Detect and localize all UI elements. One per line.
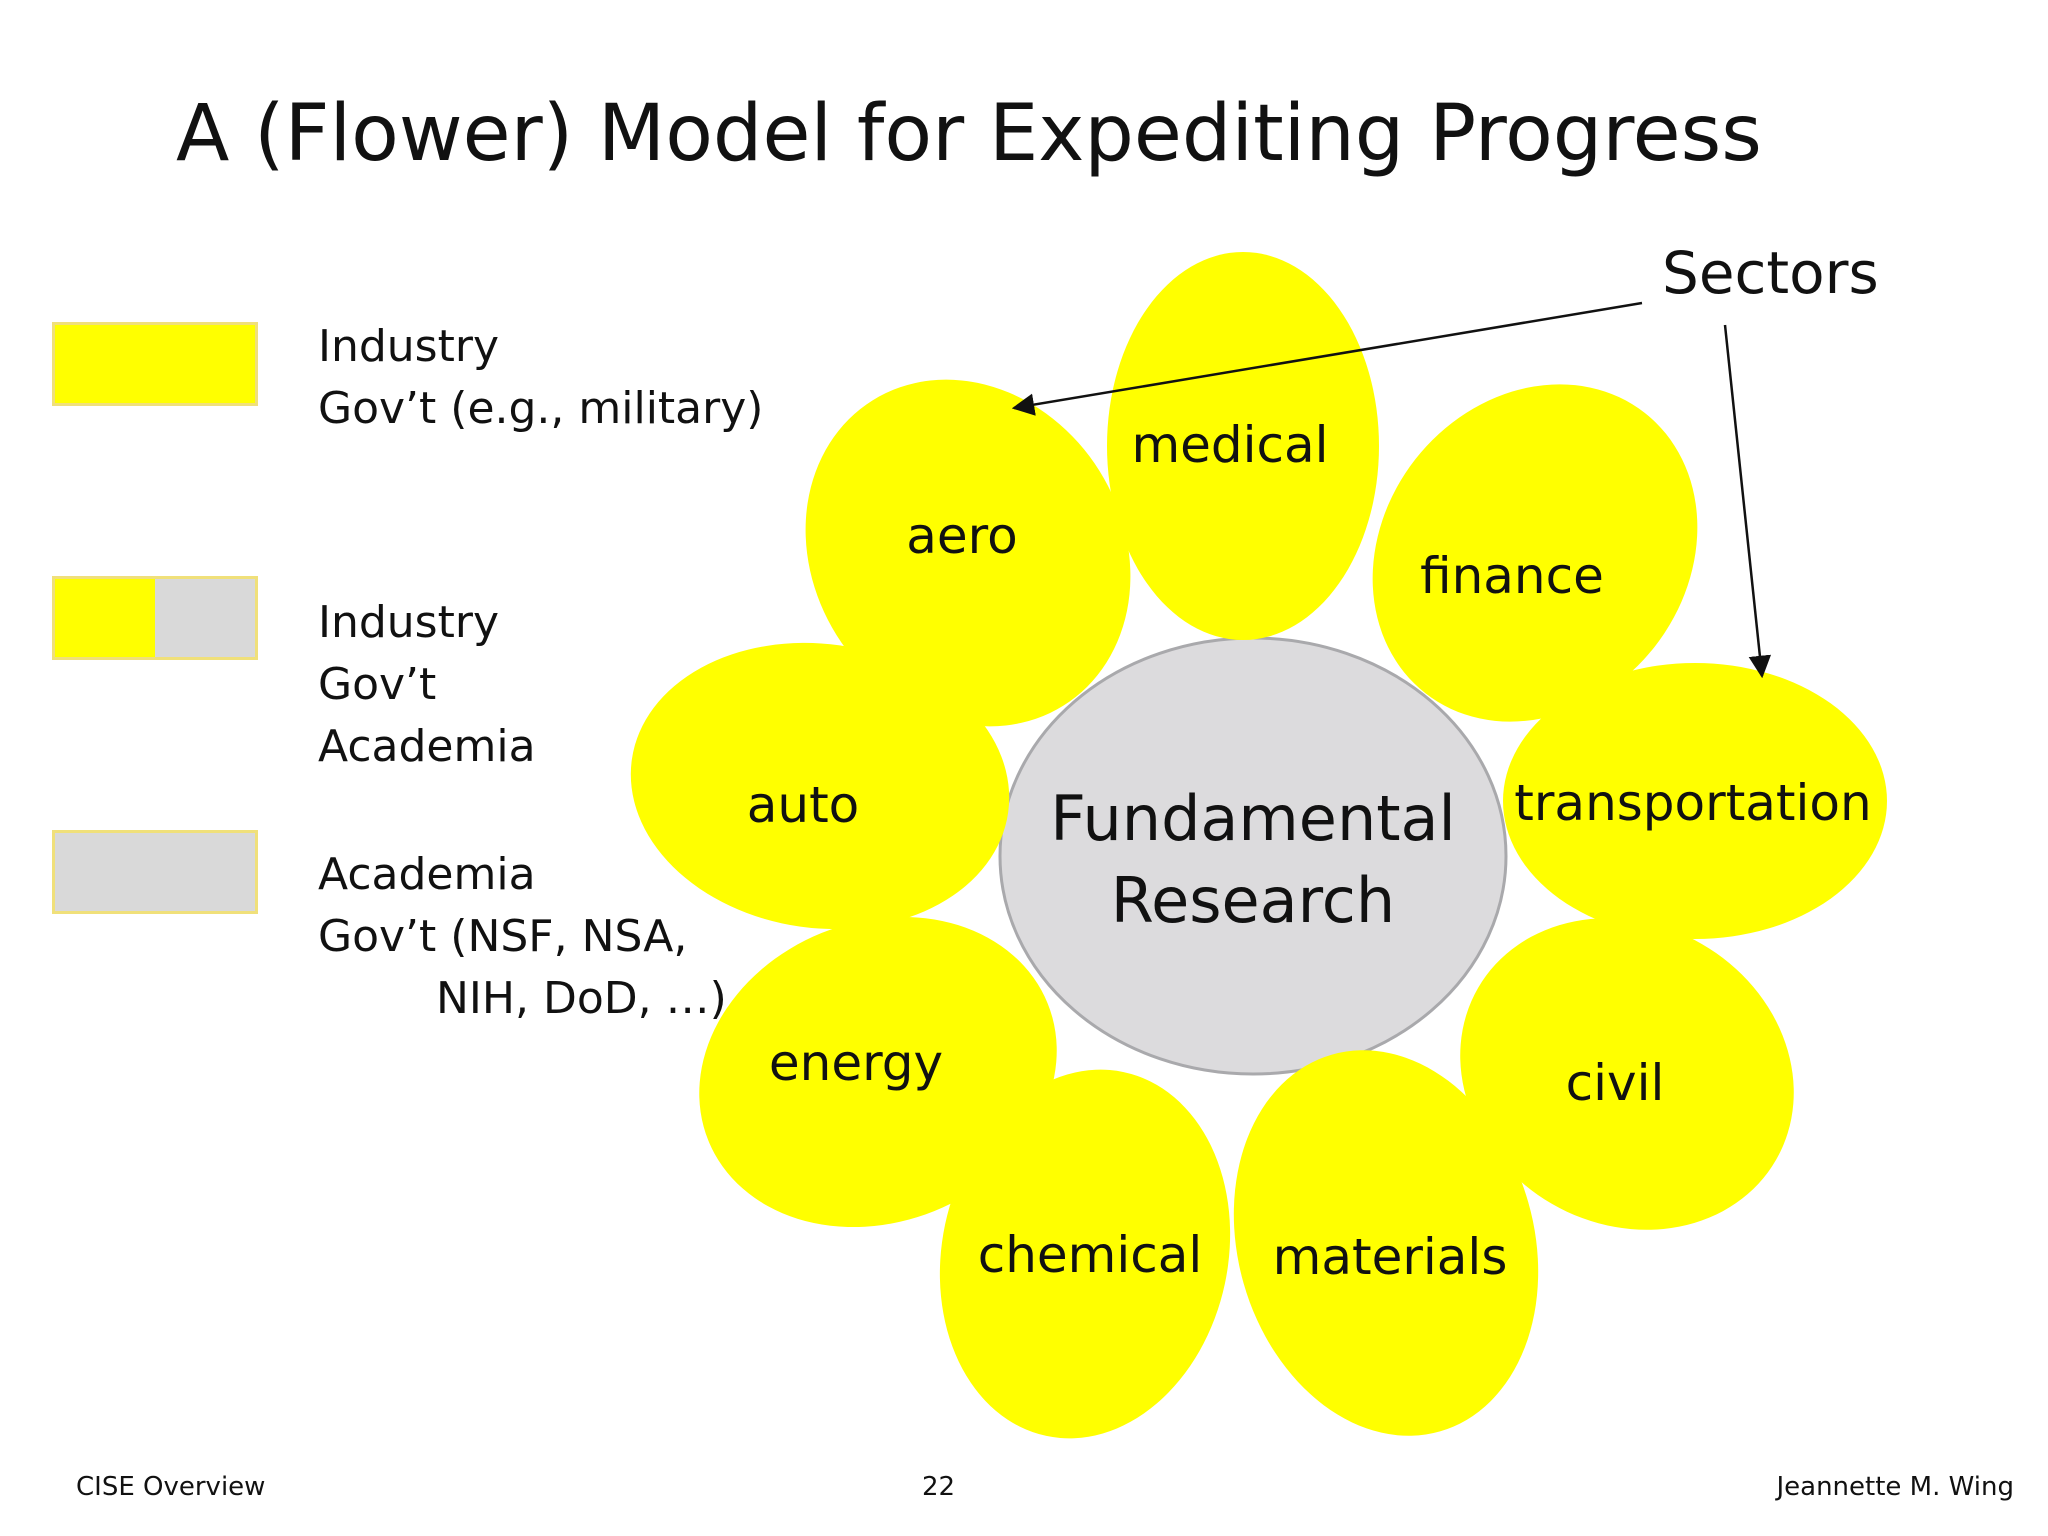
petal-label-finance: finance [1420, 547, 1604, 605]
legend-swatch-academia-govt [52, 830, 258, 914]
slide-title: A (Flower) Model for Expediting Progress [176, 89, 1762, 179]
petal-civil: civil [1460, 918, 1794, 1230]
center-label-line-1: Fundamental [1050, 782, 1456, 855]
legend-line: Academia [318, 849, 536, 900]
swatch-half-yellow [55, 579, 155, 657]
footer-page-number: 22 [922, 1472, 956, 1502]
petal-medical: medical [1107, 252, 1379, 640]
legend-line: Industry [318, 321, 499, 372]
petal-label-aero: aero [906, 507, 1017, 565]
legend-text-industry-govt: Industry Gov’t (e.g., military) [318, 316, 763, 440]
petal-label-medical: medical [1131, 416, 1328, 474]
sectors-arrow-aero [1011, 301, 1643, 416]
swatch-half-gray [55, 833, 255, 911]
petal-energy: energy [699, 916, 1057, 1228]
legend-text-academia-govt: Academia Gov’t (NSF, NSA, NIH, DoD, …) [318, 844, 727, 1030]
legend-swatch-industry-govt [52, 322, 258, 406]
legend-line: Gov’t (NSF, NSA, [318, 911, 688, 962]
legend-line: Gov’t (e.g., military) [318, 383, 764, 434]
petal-label-energy: energy [769, 1034, 943, 1092]
legend-line: Industry [318, 597, 499, 648]
petal-label-transportation: transportation [1514, 774, 1871, 832]
legend-line: Academia [318, 721, 536, 772]
swatch-half-gray [155, 579, 255, 657]
petal-aero: aero [805, 379, 1131, 727]
sectors-label: Sectors [1662, 239, 1879, 307]
petal-label-auto: auto [747, 776, 860, 834]
legend-line: Gov’t [318, 659, 437, 710]
legend-text-industry-govt-academia: Industry Gov’t Academia [318, 592, 536, 778]
footer-left: CISE Overview [76, 1472, 266, 1502]
petal-auto: auto [630, 642, 1010, 930]
petal-label-materials: materials [1273, 1228, 1508, 1286]
petal-materials: materials [1233, 1050, 1539, 1436]
petal-finance: finance [1372, 384, 1698, 722]
petal-transportation: transportation [1503, 663, 1887, 939]
fundamental-research-core [998, 636, 1508, 1076]
swatch-half-yellow [55, 325, 255, 403]
sectors-arrow-transportation [1723, 324, 1772, 679]
footer-author: Jeannette M. Wing [1776, 1472, 2014, 1502]
legend-swatch-industry-govt-academia [52, 576, 258, 660]
legend-line: NIH, DoD, …) [436, 973, 727, 1024]
petal-label-civil: civil [1566, 1054, 1665, 1112]
petal-label-chemical: chemical [978, 1226, 1203, 1284]
center-label-line-2: Research [1111, 864, 1395, 937]
petal-chemical: chemical [939, 1069, 1231, 1439]
